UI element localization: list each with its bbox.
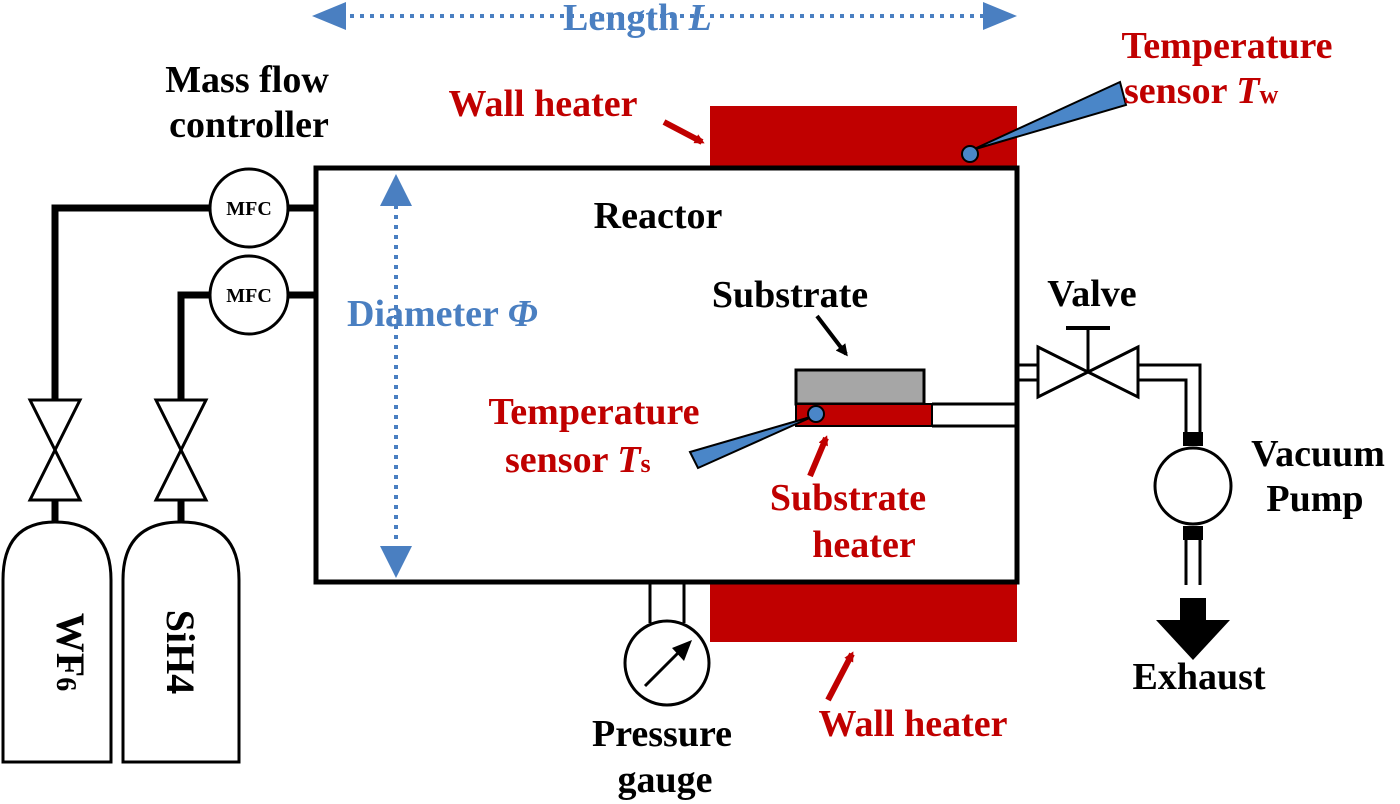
mfc-top-label: MFC: [226, 198, 272, 220]
exhaust-tubing: [1017, 363, 1202, 585]
pressure-gauge-symbol: [623, 582, 711, 707]
exhaust-arrow: [1156, 598, 1230, 660]
diameter-label: Diameter Φ: [347, 293, 538, 335]
cylinder-wf6-label: WF6: [48, 613, 93, 691]
mfc-bottom-label: MFC: [226, 285, 272, 307]
pressure-gauge-label-line1: Pressure: [592, 713, 732, 755]
substrate-pointer: [815, 314, 848, 357]
reactor-label: Reactor: [594, 195, 723, 237]
substrate-label: Substrate: [712, 274, 868, 316]
wall-heater-bottom-label: Wall heater: [819, 703, 1008, 745]
temp-sensor-sub-label-line1: Temperature: [488, 391, 699, 433]
mass-flow-label-line1: Mass flow: [165, 59, 329, 101]
wall-heater-top-pointer: [662, 119, 705, 145]
cylinder-valve-wf6: [27, 398, 83, 502]
substrate-heater-pointer: [807, 435, 829, 478]
substrate-heater-block: [795, 403, 933, 427]
wall-heater-bottom-pointer: [825, 651, 855, 702]
substrate-heater-label-line2: heater: [812, 524, 916, 566]
length-label: Length L: [563, 0, 712, 39]
cylinder-wf6: [1, 520, 113, 764]
substrate-block: [794, 368, 926, 406]
temp-sensor-wall-label-line1: Temperature: [1121, 25, 1332, 67]
vacuum-pump-symbol: [1153, 432, 1233, 540]
cylinder-valve-sih4: [153, 398, 209, 502]
cylinder-sih4: [121, 520, 241, 764]
mfc-bottom: [208, 254, 290, 336]
pressure-gauge-label-line2: gauge: [618, 759, 713, 801]
length-arrow: [312, 2, 1017, 30]
valve-symbol: [1036, 326, 1140, 400]
temp-sensor-wall-probe: [961, 80, 1128, 163]
cylinder-sih4-label: SiH4: [158, 610, 203, 694]
gas-lines: [51, 204, 316, 522]
exhaust-label: Exhaust: [1132, 656, 1265, 698]
wall-heater-top-label: Wall heater: [449, 83, 638, 125]
reactor-chamber: [313, 165, 1020, 585]
temp-sensor-sub-label-line2: sensor Ts: [505, 439, 651, 481]
diameter-arrow: [380, 174, 412, 578]
mass-flow-label-line2: controller: [169, 104, 329, 146]
heater-rod: [932, 402, 1017, 428]
valve-label: Valve: [1047, 273, 1136, 315]
vacuum-pump-label-line1: Vacuum: [1251, 433, 1385, 475]
temp-sensor-substrate-probe: [688, 405, 825, 470]
wall-heater-bottom-block: [710, 582, 1017, 642]
vacuum-pump-label-line2: Pump: [1266, 478, 1363, 520]
substrate-heater-label-line1: Substrate: [770, 477, 926, 519]
temp-sensor-wall-label-line2: sensor Tw: [1124, 70, 1278, 112]
mfc-top: [208, 167, 290, 249]
